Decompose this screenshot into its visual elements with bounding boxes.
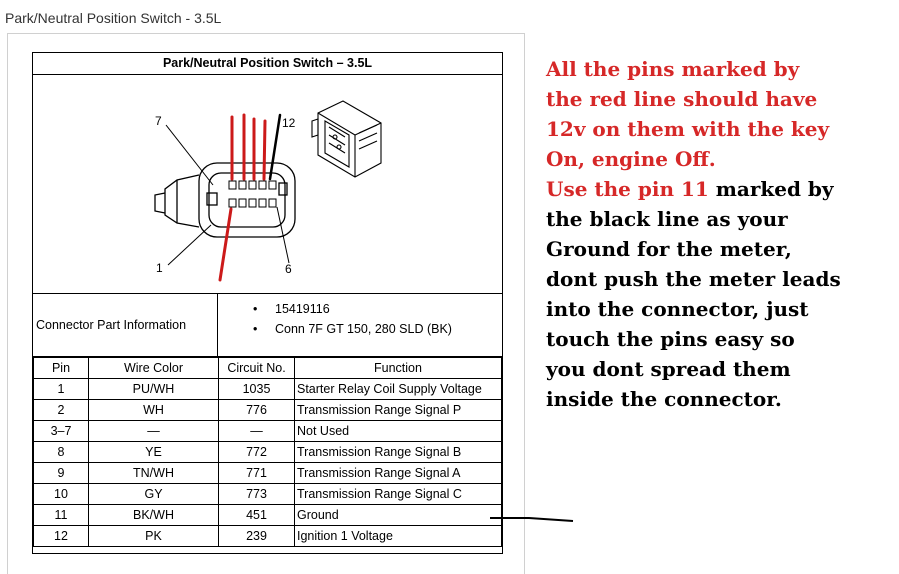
connector-info-row: Connector Part Information •15419116 •Co… — [33, 293, 502, 357]
cell-function: Not Used — [294, 420, 502, 442]
annotation-line: the black line as your — [546, 207, 788, 231]
ground-marker-line — [490, 517, 574, 522]
cell-function: Transmission Range Signal C — [294, 483, 502, 505]
table-row: 9 TN/WH 771 Transmission Range Signal A — [33, 462, 502, 484]
connector-info-list: •15419116 •Conn 7F GT 150, 280 SLD (BK) — [247, 299, 452, 339]
cell-pin: 8 — [33, 441, 89, 463]
annotation-line: Ground for the meter, — [546, 237, 792, 261]
cell-wire-color: WH — [88, 399, 219, 421]
annotation-line: inside the connector. — [546, 387, 782, 411]
cell-pin: 2 — [33, 399, 89, 421]
cell-function: Transmission Range Signal B — [294, 441, 502, 463]
annotation-line: you dont spread them — [546, 357, 791, 381]
cell-circuit-no: 451 — [218, 504, 295, 526]
cell-wire-color: PU/WH — [88, 378, 219, 400]
connector-part-number: •15419116 — [247, 299, 452, 319]
black-marker-line — [268, 113, 282, 181]
connector-description: •Conn 7F GT 150, 280 SLD (BK) — [247, 319, 452, 339]
cell-circuit-no: 776 — [218, 399, 295, 421]
pin-label-1: 1 — [156, 261, 163, 275]
annotation-line: into the connector, just — [546, 297, 809, 321]
page-title: Park/Neutral Position Switch - 3.5L — [5, 10, 222, 26]
cell-wire-color: GY — [88, 483, 219, 505]
cell-pin: 11 — [33, 504, 89, 526]
table-row: 2 WH 776 Transmission Range Signal P — [33, 399, 502, 421]
annotation-line: the red line should have — [546, 87, 818, 111]
cell-function: Starter Relay Coil Supply Voltage — [294, 378, 502, 400]
cell-circuit-no: 1035 — [218, 378, 295, 400]
cell-wire-color: PK — [88, 525, 219, 547]
pin-label-6: 6 — [285, 262, 292, 276]
red-marker-lines — [218, 113, 267, 282]
cell-wire-color: BK/WH — [88, 504, 219, 526]
cell-circuit-no: 773 — [218, 483, 295, 505]
table-row: 3–7 — — Not Used — [33, 420, 502, 442]
cell-circuit-no: 239 — [218, 525, 295, 547]
cell-wire-color: TN/WH — [88, 462, 219, 484]
annotation-line: touch the pins easy so — [546, 327, 795, 351]
pin-label-7: 7 — [155, 114, 162, 128]
table-row: 10 GY 773 Transmission Range Signal C — [33, 483, 502, 505]
pin-table: Pin Wire Color Circuit No. Function 1 PU… — [33, 357, 502, 547]
annotation-line: dont push the meter leads — [546, 267, 841, 291]
connector-figure: 7 12 1 6 — [33, 75, 502, 293]
bullet-icon: • — [253, 302, 258, 316]
cell-function: Transmission Range Signal P — [294, 399, 502, 421]
header-circuit-no: Circuit No. — [218, 357, 295, 379]
table-row: 12 PK 239 Ignition 1 Voltage — [33, 525, 502, 547]
annotation-text: marked by — [708, 177, 834, 201]
pin-label-12: 12 — [282, 116, 296, 130]
leader-lines — [165, 124, 290, 266]
annotation-ground-pin: Use the pin 11 — [546, 177, 709, 201]
connector-drawing: 7 12 1 6 — [154, 100, 382, 282]
wiring-document: Park/Neutral Position Switch – 3.5L — [32, 52, 503, 554]
header-wire-color: Wire Color — [88, 357, 219, 379]
annotation-line: On, engine Off. — [546, 147, 716, 171]
connector-info-label: Connector Part Information — [33, 294, 218, 356]
document-title: Park/Neutral Position Switch – 3.5L — [33, 53, 502, 75]
cell-pin: 3–7 — [33, 420, 89, 442]
connector-body — [154, 162, 296, 238]
cell-pin: 12 — [33, 525, 89, 547]
cell-circuit-no: — — [218, 420, 295, 442]
annotation-line: Use the pin 11 marked by — [546, 174, 891, 204]
pin-table-header: Pin Wire Color Circuit No. Function — [33, 357, 502, 379]
cell-circuit-no: 772 — [218, 441, 295, 463]
connector-isometric-view — [311, 100, 382, 178]
header-function: Function — [294, 357, 502, 379]
cell-pin: 9 — [33, 462, 89, 484]
annotation-line: All the pins marked by — [546, 57, 800, 81]
cell-circuit-no: 771 — [218, 462, 295, 484]
table-row: 11 BK/WH 451 Ground — [33, 504, 502, 526]
table-row: 8 YE 772 Transmission Range Signal B — [33, 441, 502, 463]
table-row: 1 PU/WH 1035 Starter Relay Coil Supply V… — [33, 378, 502, 400]
cell-pin: 10 — [33, 483, 89, 505]
header-pin: Pin — [33, 357, 89, 379]
pin-cavities — [228, 180, 277, 208]
annotation-line: 12v on them with the key — [546, 117, 830, 141]
cell-pin: 1 — [33, 378, 89, 400]
cell-wire-color: — — [88, 420, 219, 442]
bullet-icon: • — [253, 322, 258, 336]
cell-function: Ground — [294, 504, 502, 526]
annotation-note: All the pins marked by the red line shou… — [546, 54, 891, 414]
cell-function: Transmission Range Signal A — [294, 462, 502, 484]
cell-function: Ignition 1 Voltage — [294, 525, 502, 547]
cell-wire-color: YE — [88, 441, 219, 463]
